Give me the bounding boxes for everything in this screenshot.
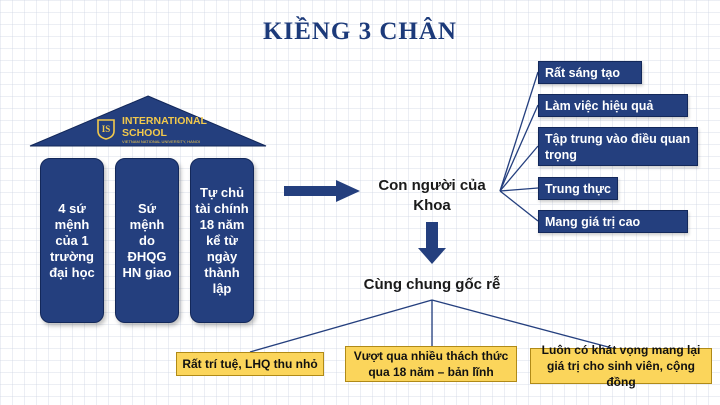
quality-item: Tập trung vào điều quan trọng xyxy=(538,127,698,166)
root-connectors xyxy=(249,299,613,353)
school-logo: IS INTERNATIONAL SCHOOL VIETNAM NATIONAL… xyxy=(94,114,214,144)
pillar-vnu: Sứ mệnh do ĐHQG HN giao xyxy=(115,158,179,323)
quality-item: Trung thực xyxy=(538,177,618,200)
root-item: Rất trí tuệ, LHQ thu nhỏ xyxy=(176,352,324,376)
house-roof xyxy=(29,95,267,147)
logo-subtitle: VIETNAM NATIONAL UNIVERSITY, HANOI xyxy=(122,138,200,144)
quality-item: Mang giá trị cao xyxy=(538,210,688,233)
arrow-down-icon xyxy=(418,222,446,264)
quality-connectors xyxy=(499,71,539,222)
center-node: Con người của Khoa xyxy=(378,177,486,214)
root-item: Vượt qua nhiều thách thức qua 18 năm – b… xyxy=(345,346,517,382)
svg-text:IS: IS xyxy=(102,124,111,134)
quality-item: Làm việc hiệu quả xyxy=(538,94,688,117)
logo-line1: INTERNATIONAL xyxy=(122,114,207,127)
root-item: Luôn có khát vọng mang lại giá trị cho s… xyxy=(530,343,712,389)
page-title: KIỀNG 3 CHÂN xyxy=(263,18,457,45)
pillar-label: Tự chủ tài chính 18 năm kể từ ngày thành… xyxy=(195,184,249,296)
root-node: Cùng chung gốc rễ xyxy=(363,276,501,293)
pillar-mission: 4 sứ mệnh của 1 trường đại học xyxy=(40,158,104,323)
school-monogram-icon: IS xyxy=(97,119,115,140)
pillar-finance: Tự chủ tài chính 18 năm kể từ ngày thành… xyxy=(190,158,254,323)
pillar-label: Sứ mệnh do ĐHQG HN giao xyxy=(122,200,172,280)
logo-line2: SCHOOL xyxy=(122,126,167,139)
quality-item: Rất sáng tạo xyxy=(538,61,642,84)
pillar-label: 4 sứ mệnh của 1 trường đại học xyxy=(49,200,95,280)
arrow-right-icon xyxy=(284,180,360,202)
